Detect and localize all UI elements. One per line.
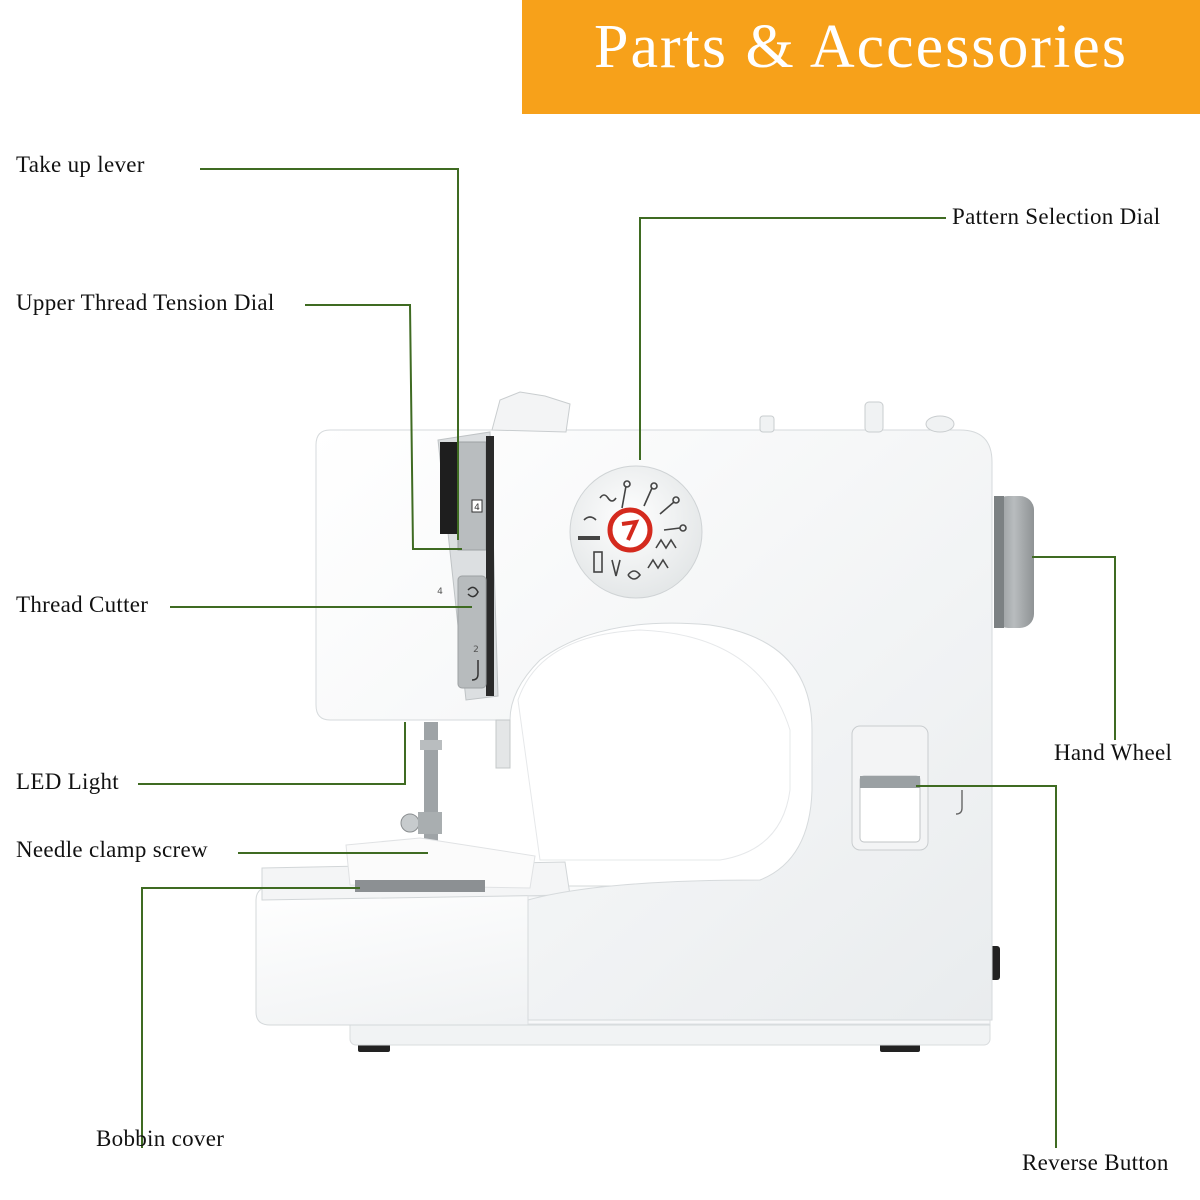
leader-tension-dial	[305, 304, 462, 550]
fabric-and-needle-plate	[345, 837, 536, 892]
label-thread-cutter: Thread Cutter	[16, 592, 149, 617]
thread-guide-1-number: 4	[437, 587, 443, 597]
leader-led-light	[138, 722, 406, 785]
leader-reverse-button	[916, 785, 1057, 1148]
leader-bobbin-cover	[141, 887, 360, 1148]
label-needle-clamp-screw: Needle clamp screw	[16, 837, 208, 862]
face-plate: 4 4 2	[437, 431, 499, 701]
label-pattern-selection-dial: Pattern Selection Dial	[952, 204, 1161, 229]
reverse-arrow-icon	[955, 790, 963, 815]
label-hand-wheel: Hand Wheel	[1054, 740, 1173, 765]
hook-icon	[471, 660, 479, 681]
label-take-up-lever: Take up lever	[16, 152, 145, 177]
hand-wheel	[994, 496, 1034, 628]
tension-dial-number: 4	[474, 503, 480, 513]
top-spool-pins	[491, 391, 955, 433]
leader-pattern-dial	[639, 217, 946, 460]
leader-hand-wheel	[1032, 556, 1116, 740]
needle-assembly	[400, 719, 511, 862]
reverse-button	[851, 725, 963, 851]
scissors-icon	[467, 586, 479, 598]
pattern-selection-dial	[569, 465, 703, 599]
label-upper-thread-tension-dial: Upper Thread Tension Dial	[16, 290, 275, 315]
thread-guide-2-number: 2	[473, 645, 479, 655]
label-reverse-button: Reverse Button	[1022, 1150, 1169, 1175]
title-banner: Parts & Accessories	[522, 0, 1200, 114]
label-bobbin-cover: Bobbin cover	[96, 1126, 225, 1151]
leader-lines	[138, 168, 1116, 1148]
page-title: Parts & Accessories	[594, 13, 1128, 81]
leader-take-up-lever	[200, 168, 459, 540]
label-led-light: LED Light	[16, 769, 119, 794]
